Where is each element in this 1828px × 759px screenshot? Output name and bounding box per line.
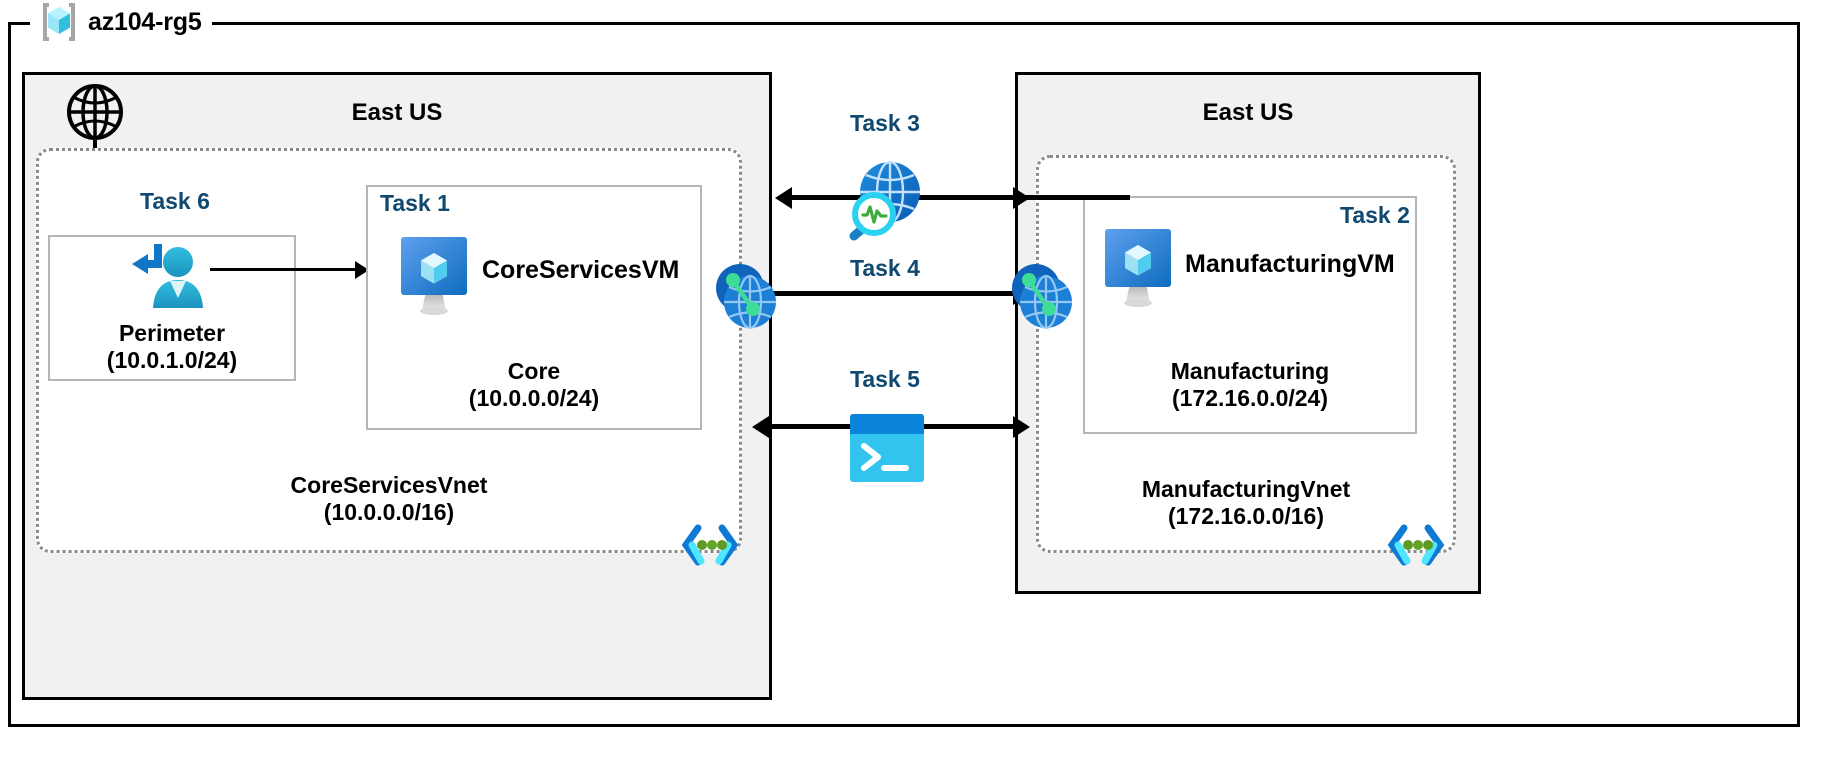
subnet-caption-core: Core (10.0.0.0/24) (366, 358, 702, 412)
resource-group-name: az104-rg5 (88, 7, 202, 36)
vnet-cidr-manufacturing: (172.16.0.0/16) (1167, 503, 1324, 530)
vnet-name-coreservices: CoreServicesVnet (290, 472, 488, 498)
perimeter-to-core-line (210, 268, 358, 271)
vnet-caption-manufacturing: ManufacturingVnet (172.16.0.0/16) (1036, 476, 1456, 530)
vnet-code-brackets-icon-coreservices (681, 524, 739, 566)
vnet-peering-icon-right (1008, 258, 1078, 338)
task-label-1: Task 1 (380, 190, 450, 216)
network-watcher-globe-magnifier-icon (842, 152, 930, 241)
globe-internet-icon (66, 83, 124, 141)
resource-group-title: az104-rg5 (30, 0, 212, 45)
vnet-caption-coreservices: CoreServicesVnet (10.0.0.0/16) (36, 472, 742, 526)
task-label-5: Task 5 (850, 366, 920, 392)
cloud-shell-terminal-icon (850, 414, 924, 482)
region-label-left: East US (351, 99, 443, 126)
task3-arrowhead-right (1013, 187, 1030, 209)
subnet-cidr-core: (10.0.0.0/24) (468, 385, 600, 412)
subnet-name-core: Core (507, 358, 561, 384)
subnet-cidr-manufacturing: (172.16.0.0/24) (1171, 385, 1328, 412)
task3-arrowhead-left (775, 187, 792, 209)
task3-connector-line (792, 195, 1130, 200)
vnet-cidr-coreservices: (10.0.0.0/16) (323, 499, 455, 526)
azure-resource-group-icon (36, 0, 82, 45)
task5-arrowhead-left (752, 416, 769, 438)
virtual-machine-icon-manufacturing (1104, 228, 1172, 310)
task-label-4: Task 4 (850, 255, 920, 281)
subnet-caption-manufacturing: Manufacturing (172.16.0.0/24) (1083, 358, 1417, 412)
perimeter-to-core-arrowhead (355, 261, 369, 279)
subnet-name-manufacturing: Manufacturing (1170, 358, 1330, 384)
subnet-name-perimeter: Perimeter (118, 320, 226, 346)
vnet-code-brackets-icon-manufacturing (1387, 524, 1445, 566)
task4-connector-line (760, 291, 1026, 296)
virtual-machine-icon-coreservices (400, 236, 468, 318)
subnet-caption-perimeter: Perimeter (10.0.1.0/24) (48, 320, 296, 374)
vm-name-coreservices: CoreServicesVM (482, 256, 680, 284)
subnet-cidr-perimeter: (10.0.1.0/24) (106, 347, 238, 374)
task-label-6: Task 6 (140, 188, 210, 214)
vnet-peering-icon-left (712, 258, 782, 338)
task5-arrowhead-right (1013, 416, 1030, 438)
bastion-user-icon (128, 240, 216, 318)
region-label-right: East US (1202, 99, 1294, 126)
subnet-box-core (366, 185, 702, 430)
task-label-3: Task 3 (850, 110, 920, 136)
vnet-name-manufacturing: ManufacturingVnet (1141, 476, 1351, 502)
task-label-2: Task 2 (1340, 202, 1410, 228)
vm-name-manufacturing: ManufacturingVM (1185, 250, 1395, 278)
